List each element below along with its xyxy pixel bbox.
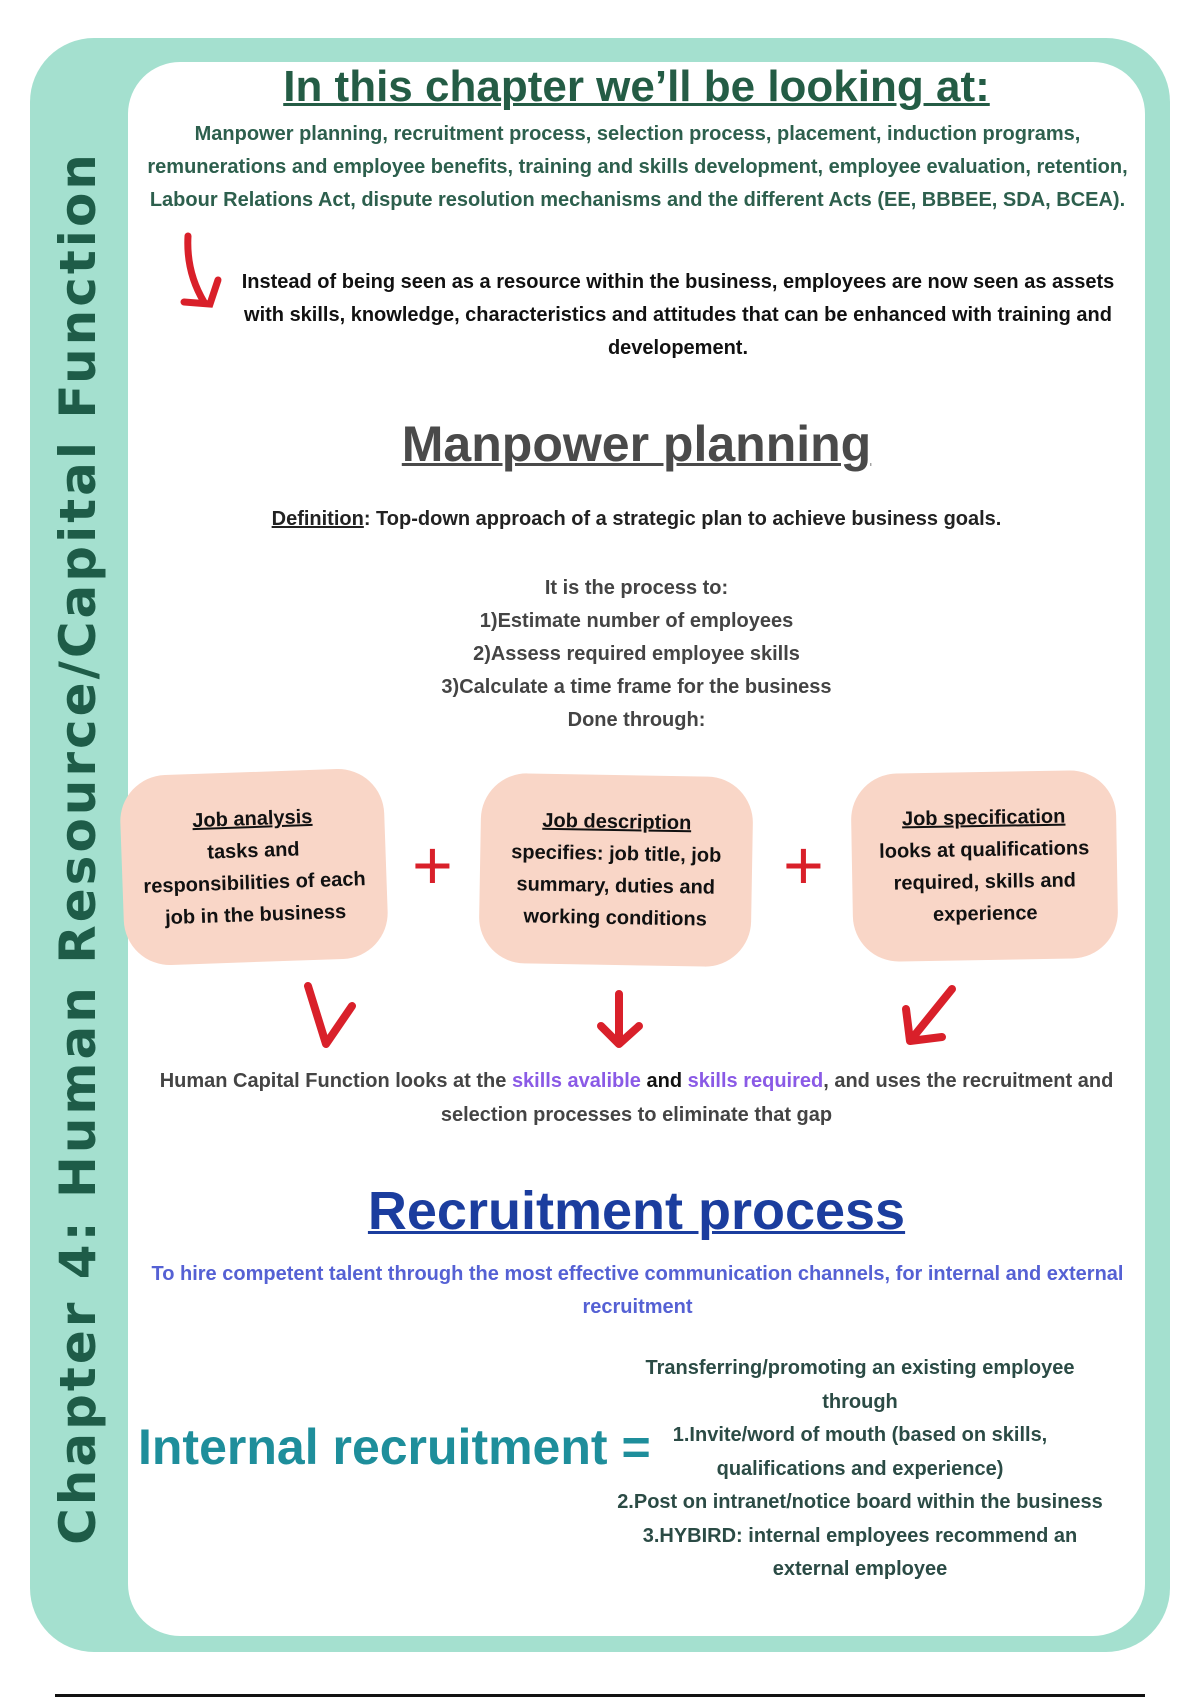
- job-description-box: Job description specifies: job title, jo…: [478, 772, 754, 968]
- plus-icon: +: [412, 826, 453, 904]
- process-list: It is the process to: 1)Estimate number …: [128, 572, 1145, 737]
- arrow-down-icon: [304, 982, 356, 1048]
- box-text: tasks and responsibilities of each job i…: [143, 838, 367, 930]
- manpower-heading: Manpower planning: [401, 416, 872, 472]
- list-item: Transferring/promoting an existing emplo…: [645, 1357, 1075, 1413]
- internal-recruitment-label: Internal recruitment =: [138, 1419, 651, 1475]
- recruitment-heading: Recruitment process: [367, 1181, 906, 1241]
- box-text: looks at qualifications required, skills…: [879, 837, 1090, 926]
- recruitment-description: To hire competent talent through the mos…: [151, 1263, 1124, 1318]
- box-title: Job specification: [901, 805, 1066, 831]
- summary-text: Human Capital Function looks at the: [159, 1070, 512, 1092]
- chapter-side-title: Chapter 4: Human Resource/Capital Functi…: [49, 151, 107, 1545]
- definition-label: Definition: [271, 508, 364, 530]
- intro-topics: Manpower planning, recruitment process, …: [147, 123, 1128, 211]
- manpower-definition: Definition: Top-down approach of a strat…: [128, 508, 1145, 531]
- skills-available-highlight: skills avalible: [511, 1070, 641, 1092]
- box-title: Job description: [542, 809, 692, 835]
- arrow-down-left-icon: [902, 985, 956, 1045]
- intro-note: Instead of being seen as a resource with…: [241, 271, 1115, 359]
- box-text: specifies: job title, job summary, dutie…: [511, 841, 722, 931]
- job-specification-box: Job specification looks at qualification…: [850, 769, 1119, 963]
- curved-arrow-icon: [180, 232, 222, 308]
- hcf-summary: Human Capital Function looks at the skil…: [128, 1064, 1145, 1132]
- process-step: 3)Calculate a time frame for the busines…: [441, 676, 832, 698]
- process-step: 2)Assess required employee skills: [473, 643, 800, 665]
- summary-text: , and uses the recruitment and selection…: [440, 1070, 1114, 1126]
- list-item: 3.HYBIRD: internal employees recommend a…: [642, 1524, 1078, 1581]
- list-item: 2.Post on intranet/notice board within t…: [617, 1491, 1103, 1513]
- process-intro: It is the process to:: [544, 577, 729, 599]
- definition-text: : Top-down approach of a strategic plan …: [363, 508, 1002, 530]
- intro-title: In this chapter we’ll be looking at:: [283, 62, 990, 111]
- job-analysis-box: Job analysis tasks and responsibilities …: [118, 767, 390, 967]
- internal-recruitment-list: Transferring/promoting an existing emplo…: [610, 1352, 1110, 1587]
- skills-required-highlight: skills required: [687, 1070, 824, 1092]
- list-item: 1.Invite/word of mouth (based on skills,…: [672, 1424, 1048, 1480]
- process-step: 1)Estimate number of employees: [479, 610, 794, 632]
- done-through: Done through:: [567, 709, 706, 731]
- summary-and: and: [640, 1070, 688, 1092]
- box-title: Job analysis: [191, 805, 313, 833]
- plus-icon: +: [783, 826, 824, 904]
- arrow-down-icon: [597, 990, 643, 1048]
- divider: [55, 1694, 1145, 1697]
